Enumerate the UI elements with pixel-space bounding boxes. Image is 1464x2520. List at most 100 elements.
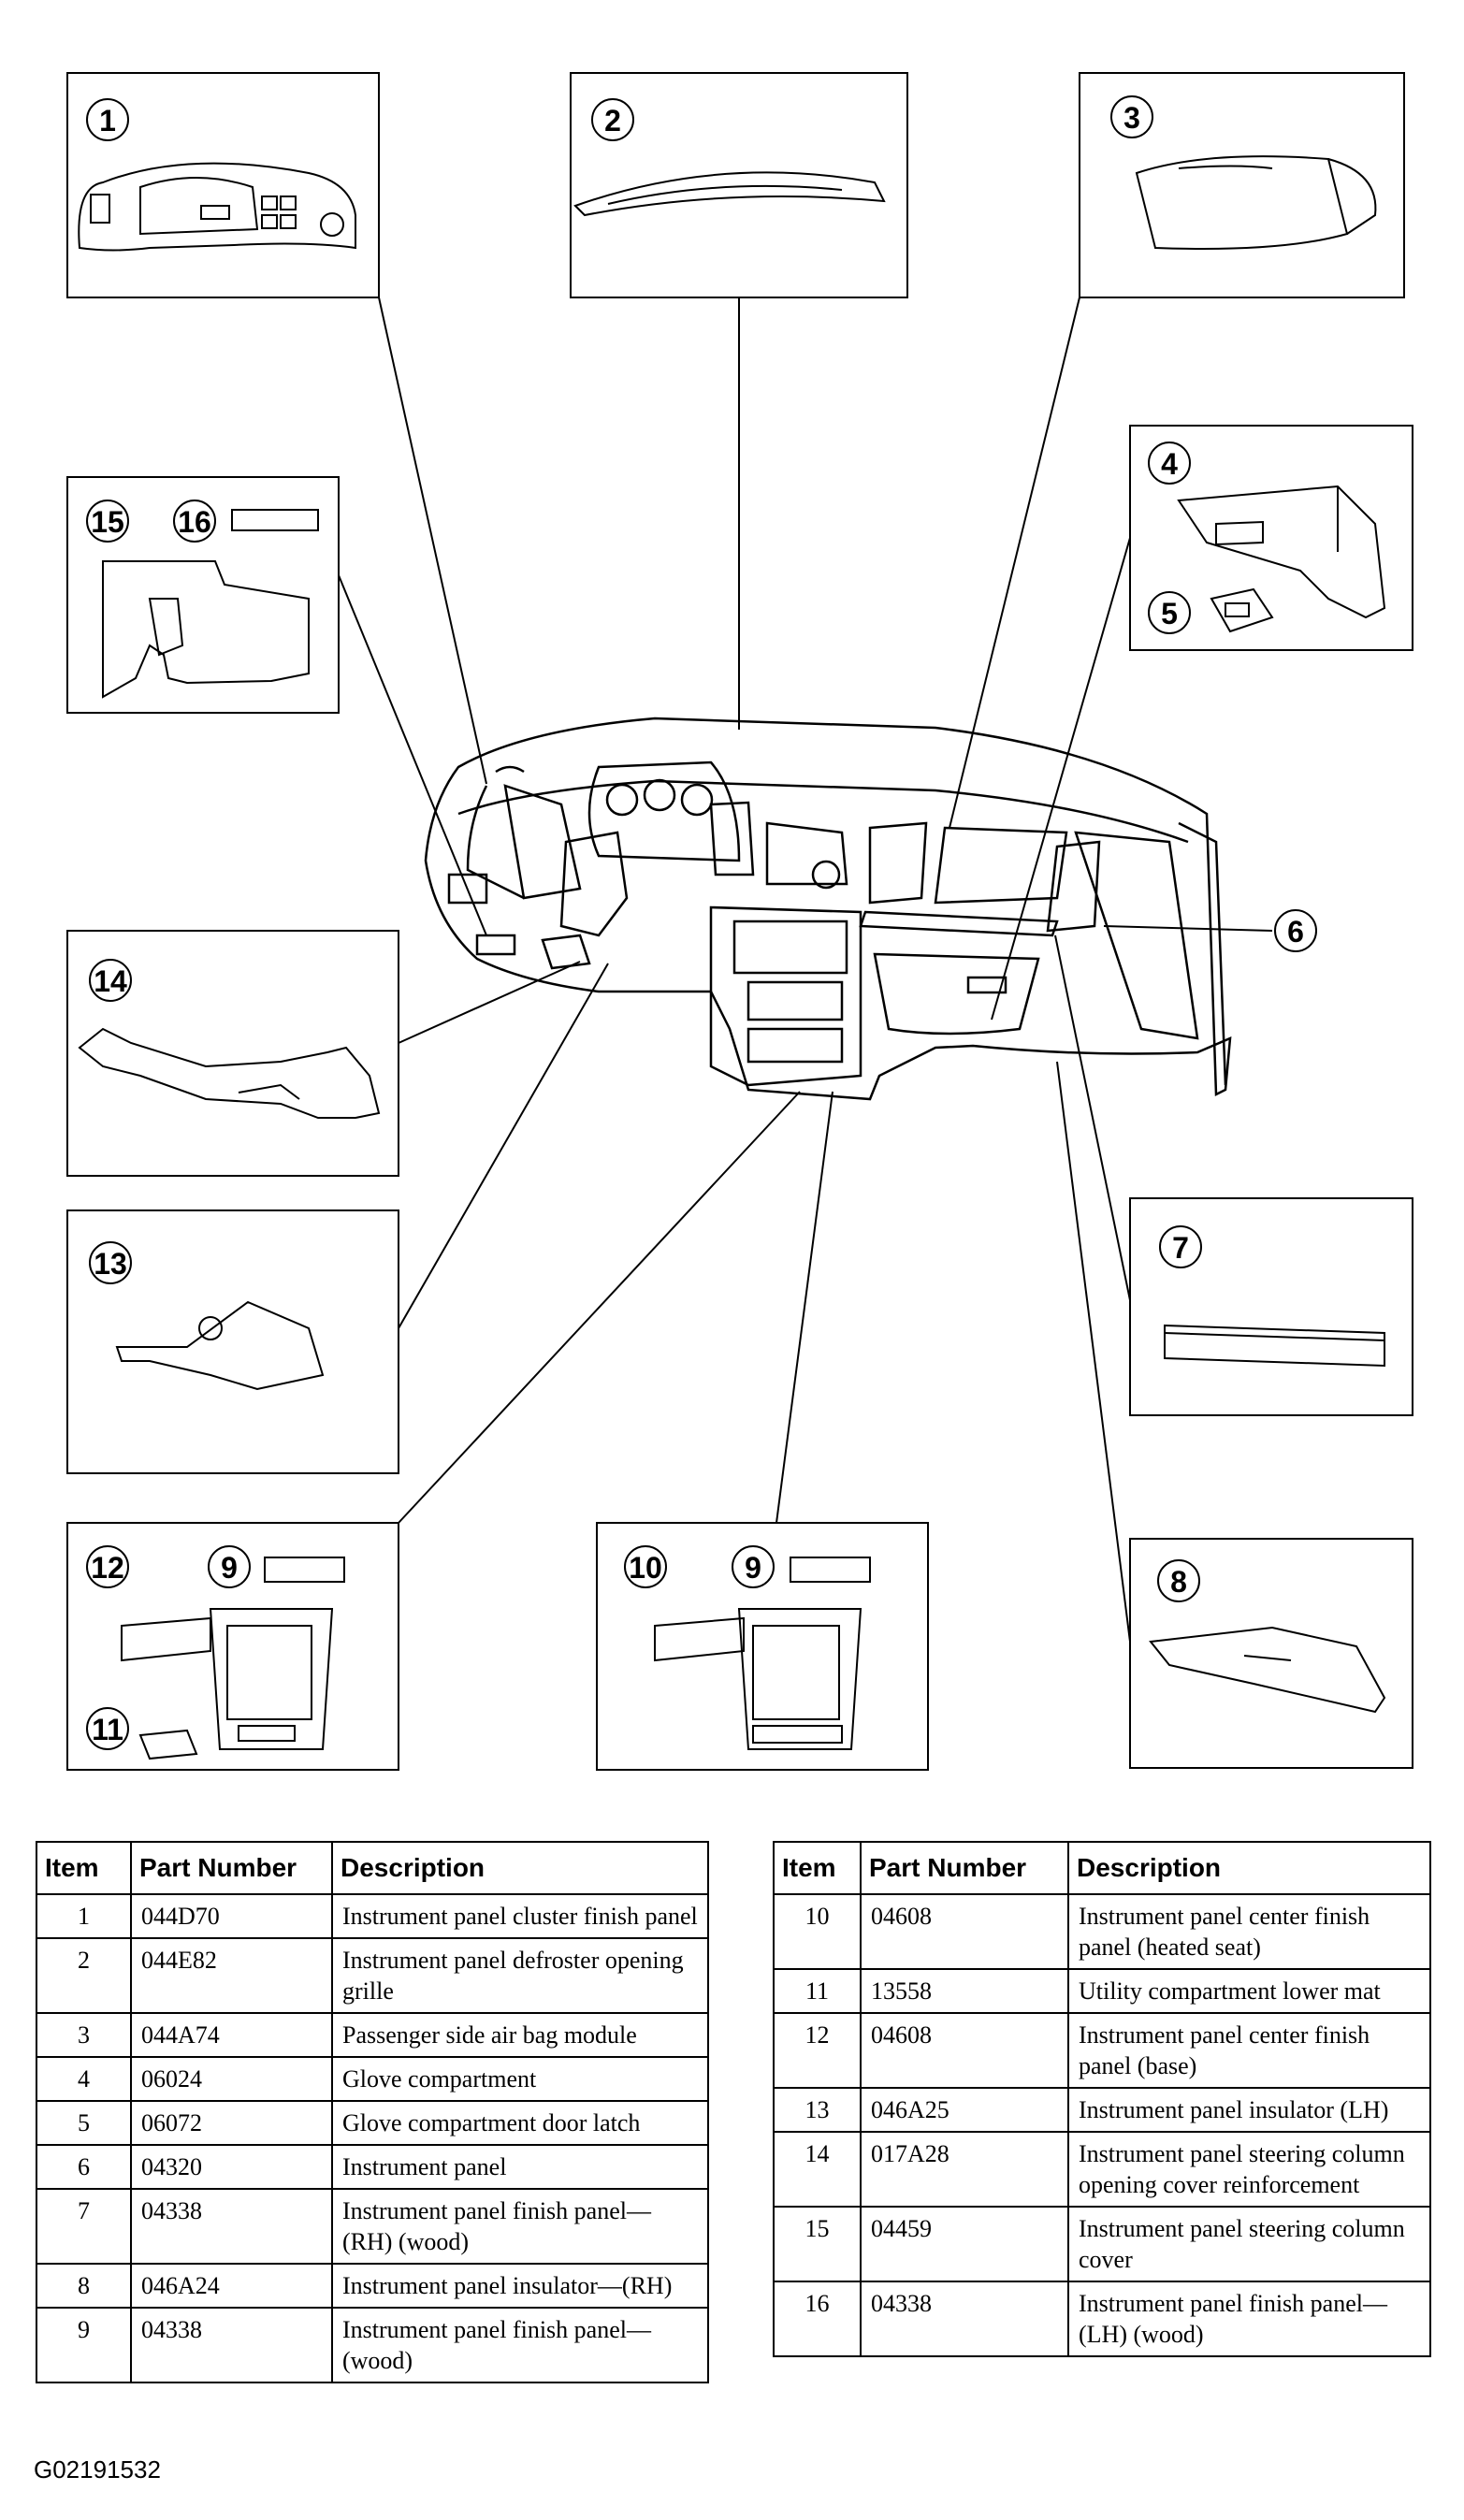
description-cell: Utility compartment lower mat — [1067, 1968, 1431, 2014]
callout-5: 5 — [1161, 597, 1178, 630]
part-number-cell: 06072 — [130, 2100, 333, 2146]
callout-circle-6 — [1274, 909, 1317, 952]
part-number-cell: 044A74 — [130, 2012, 333, 2058]
description-cell: Instrument panel center finish panel (ba… — [1067, 2012, 1431, 2089]
item-cell: 10 — [773, 1893, 862, 1970]
item-cell: 3 — [36, 2012, 132, 2058]
table-header-row: Item Part Number Description — [36, 1841, 709, 1895]
part-illustration-10-9 — [654, 1557, 871, 1750]
callout-12: 12 — [91, 1551, 124, 1585]
part-number-cell: 044D70 — [130, 1893, 333, 1939]
item-cell: 5 — [36, 2100, 132, 2146]
part-illustration-2 — [573, 171, 886, 217]
inset-box-13 — [66, 1209, 399, 1474]
part-illustration-4-5 — [1177, 485, 1386, 633]
part-number-cell: 046A25 — [860, 2087, 1069, 2133]
inset-box-7 — [1129, 1197, 1413, 1416]
part-number-cell: 044E82 — [130, 1937, 333, 2014]
item-cell: 13 — [773, 2087, 862, 2133]
description-cell: Instrument panel center finish panel (he… — [1067, 1893, 1431, 1970]
header-item: Item — [773, 1841, 862, 1895]
header-part-number: Part Number — [130, 1841, 333, 1895]
callout-circle-1 — [86, 98, 129, 141]
callout-16: 16 — [178, 505, 211, 539]
header-description: Description — [1067, 1841, 1431, 1895]
description-cell: Instrument panel insulator (LH) — [1067, 2087, 1431, 2133]
inset-box-1 — [66, 72, 380, 298]
callout-10: 10 — [629, 1551, 662, 1585]
part-number-cell: 04338 — [860, 2281, 1069, 2357]
callout-circle-12 — [86, 1545, 129, 1588]
item-cell: 8 — [36, 2263, 132, 2309]
part-illustration-14 — [78, 1027, 381, 1119]
item-cell: 2 — [36, 1937, 132, 2014]
callout-circle-7 — [1159, 1225, 1202, 1268]
inset-box-15-16 — [66, 476, 340, 714]
callout-15: 15 — [91, 505, 124, 539]
callout-9b: 9 — [745, 1551, 761, 1585]
inset-box-10-9 — [596, 1522, 929, 1771]
description-cell: Instrument panel insulator—(RH) — [331, 2263, 709, 2309]
table-header-row: Item Part Number Description — [773, 1841, 1431, 1895]
callout-7: 7 — [1172, 1231, 1189, 1265]
description-cell: Instrument panel steering column cover — [1067, 2206, 1431, 2282]
part-illustration-8 — [1149, 1626, 1386, 1714]
part-number-cell: 04320 — [130, 2144, 333, 2190]
item-cell: 16 — [773, 2281, 862, 2357]
callout-1: 1 — [99, 104, 116, 138]
part-number-cell: 04608 — [860, 1893, 1069, 1970]
callout-3: 3 — [1123, 101, 1140, 135]
description-cell: Instrument panel finish panel—(wood) — [331, 2307, 709, 2383]
description-cell: Instrument panel defroster opening grill… — [331, 1937, 709, 2014]
callout-8: 8 — [1170, 1565, 1187, 1599]
item-cell: 6 — [36, 2144, 132, 2190]
callout-circle-4 — [1148, 442, 1191, 485]
description-cell: Glove compartment door latch — [331, 2100, 709, 2146]
callout-circle-9a — [208, 1545, 251, 1588]
item-cell: 11 — [773, 1968, 862, 2014]
exploded-view-diagram: 1 2 3 4 5 6 7 8 9 9 10 11 12 13 14 15 16 — [66, 72, 1413, 1771]
description-cell: Instrument panel finish panel—(RH) (wood… — [331, 2188, 709, 2265]
description-cell: Instrument panel cluster finish panel — [331, 1893, 709, 1939]
part-number-cell: 04608 — [860, 2012, 1069, 2089]
callout-4: 4 — [1161, 447, 1178, 481]
callout-circle-9b — [732, 1545, 775, 1588]
item-cell: 7 — [36, 2188, 132, 2265]
description-cell: Glove compartment — [331, 2056, 709, 2102]
part-number-cell: 04338 — [130, 2307, 333, 2383]
part-illustration-3 — [1135, 155, 1377, 250]
callout-circle-16 — [173, 500, 216, 543]
item-cell: 9 — [36, 2307, 132, 2383]
part-number-cell: 046A24 — [130, 2263, 333, 2309]
instrument-panel-main — [424, 717, 1232, 1101]
callout-9a: 9 — [221, 1551, 238, 1585]
callout-circle-3 — [1110, 95, 1153, 138]
callout-6: 6 — [1287, 915, 1304, 949]
callout-circle-13 — [89, 1241, 132, 1284]
callout-circle-14 — [89, 959, 132, 1002]
callout-2: 2 — [604, 104, 621, 138]
item-cell: 4 — [36, 2056, 132, 2102]
part-illustration-13 — [115, 1300, 325, 1391]
part-illustration-15-16 — [102, 509, 319, 699]
description-cell: Instrument panel finish panel—(LH) (wood… — [1067, 2281, 1431, 2357]
item-cell: 14 — [773, 2131, 862, 2208]
part-number-cell: 04338 — [130, 2188, 333, 2265]
callout-circle-2 — [591, 98, 634, 141]
callout-circle-8 — [1157, 1559, 1200, 1602]
